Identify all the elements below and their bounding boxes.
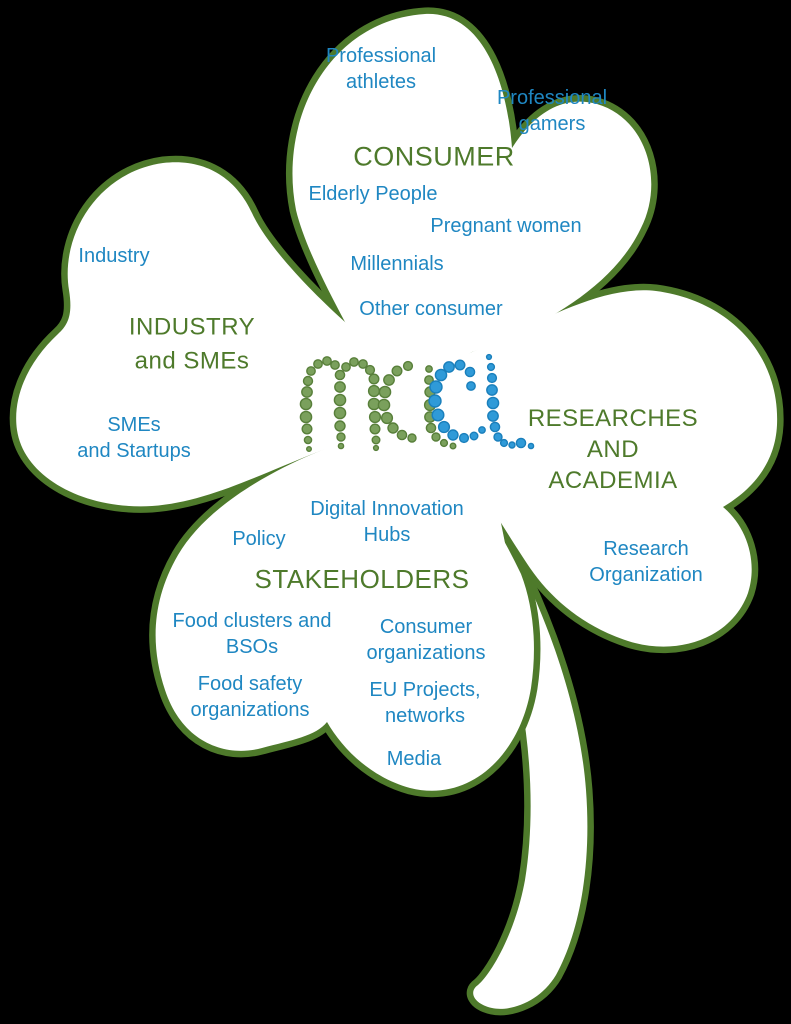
mael-logo — [299, 353, 535, 453]
label-elderly-people: Elderly People — [308, 183, 438, 205]
heading-stakeholders: STAKEHOLDERS — [254, 564, 470, 595]
label-consumer-organizations: Consumer organizations — [366, 616, 486, 664]
label-pregnant-women: Pregnant women — [430, 215, 582, 237]
label-policy: Policy — [232, 528, 286, 550]
label-food-safety-organizations: Food safety organizations — [190, 673, 310, 721]
label-other-consumer: Other consumer — [359, 298, 503, 320]
label-media: Media — [386, 748, 442, 770]
heading-consumer: CONSUMER — [353, 141, 515, 172]
label-food-clusters-and-bsos: Food clusters and BSOs — [172, 610, 332, 658]
heading-industry-and-smes: INDUSTRY and SMEs — [128, 313, 256, 374]
label-millennials: Millennials — [350, 253, 444, 275]
label-research-organization: Research Organization — [589, 538, 703, 586]
label-digital-innovation-hubs: Digital Innovation Hubs — [310, 498, 464, 546]
mael-logo-el — [428, 353, 535, 450]
label-smes-and-startups: SMEs and Startups — [77, 414, 191, 462]
label-eu-projects-networks: EU Projects, networks — [369, 679, 481, 727]
label-industry: Industry — [78, 245, 150, 267]
label-professional-athletes: Professional athletes — [325, 45, 437, 93]
heading-researches-and-academia: RESEARCHES AND ACADEMIA — [527, 405, 699, 495]
label-professional-gamers: Professional gamers — [496, 87, 608, 135]
